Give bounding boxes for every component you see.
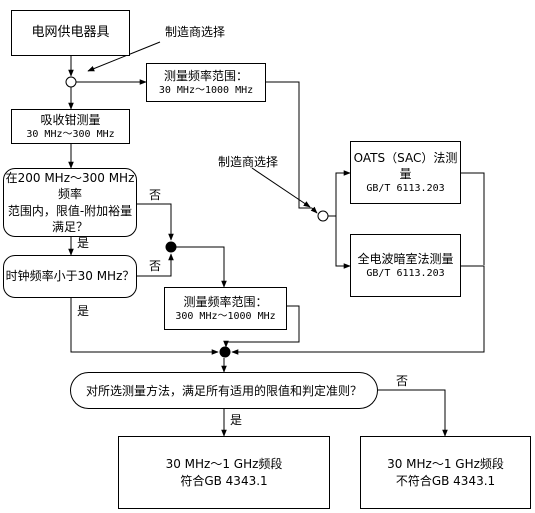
- junction-open-2: [317, 210, 329, 222]
- clock-no-label: 否: [149, 259, 162, 273]
- pass-box: 30 MHz～1 GHz频段 符合GB 4343.1: [118, 436, 330, 509]
- manufacturer-choice-label-2: 制造商选择: [218, 155, 279, 169]
- final-no-label: 否: [396, 374, 409, 388]
- edge-junction2-far: [328, 215, 351, 269]
- clamp-box: 吸收钳测量 30 MHz～300 MHz: [11, 109, 130, 144]
- margin-yes-label: 是: [77, 236, 90, 250]
- margin-no-label: 否: [149, 188, 162, 202]
- manufacturer-choice-label-1: 制造商选择: [165, 25, 226, 39]
- fail-verdict: 不符合GB 4343.1: [395, 473, 496, 488]
- oats-title: OATS（SAC）法测量: [353, 150, 458, 181]
- far-box: 全电波暗室法测量 GB/T 6113.203: [350, 234, 461, 297]
- edge-range-full-junction2: [266, 81, 312, 209]
- equipment-label: 电网供电器具: [31, 25, 110, 41]
- edge-junction-range-high: [176, 246, 227, 288]
- edge-clock-yes: [70, 298, 219, 355]
- decision-margin-line1: 在200 MHz～300 MHz频率: [5, 171, 135, 202]
- edge-manufacturer-choice-1: [87, 41, 161, 72]
- edge-to-junction2: [310, 206, 318, 214]
- junction-filled-1: [165, 241, 177, 253]
- decision-margin: 在200 MHz～300 MHz频率 范围内，限值-附加裕量 满足？: [3, 168, 137, 237]
- decision-final: 对所选测量方法，满足所有适用的限值和判定准则？: [70, 372, 378, 409]
- edge-final-no: [378, 389, 448, 437]
- edge-far-merge: [231, 265, 485, 355]
- range-high-title: 测量频率范围：: [183, 294, 268, 309]
- decision-clock-label: 时钟频率小于30 MHz？: [5, 269, 135, 284]
- range-high-value: 300 MHz～1000 MHz: [175, 310, 276, 322]
- range-full-box: 测量频率范围： 30 MHz～1000 MHz: [146, 63, 266, 102]
- edge-margin-no: [137, 203, 174, 241]
- edge-oats-merge: [461, 172, 485, 265]
- oats-box: OATS（SAC）法测量 GB/T 6113.203: [350, 141, 461, 204]
- decision-margin-line3: 满足？: [51, 219, 88, 234]
- range-full-title: 测量频率范围：: [163, 68, 248, 83]
- edge-clock-no: [137, 253, 174, 277]
- final-yes-label: 是: [230, 413, 243, 427]
- range-high-box: 测量频率范围： 300 MHz～1000 MHz: [164, 287, 287, 330]
- edge-range-high-merge: [223, 305, 300, 348]
- edge-junction2-oats: [328, 170, 351, 217]
- junction-filled-merge: [219, 346, 231, 358]
- equipment-box: 电网供电器具: [11, 10, 130, 56]
- range-full-value: 30 MHz～1000 MHz: [158, 84, 254, 96]
- far-standard: GB/T 6113.203: [366, 267, 445, 279]
- clock-yes-label: 是: [77, 304, 90, 318]
- pass-range: 30 MHz～1 GHz频段: [165, 457, 283, 472]
- pass-verdict: 符合GB 4343.1: [180, 473, 268, 488]
- decision-clock: 时钟频率小于30 MHz？: [3, 255, 137, 298]
- junction-open-1: [65, 76, 77, 88]
- clamp-title: 吸收钳测量: [40, 112, 101, 127]
- edge-manufacturer-choice-2: [251, 167, 311, 208]
- decision-final-label: 对所选测量方法，满足所有适用的限值和判定准则？: [85, 384, 362, 398]
- clamp-range: 30 MHz～300 MHz: [26, 128, 115, 140]
- fail-range: 30 MHz～1 GHz频段: [387, 457, 504, 472]
- decision-margin-line2: 范围内，限值-附加裕量: [7, 203, 133, 218]
- far-title: 全电波暗室法测量: [357, 251, 454, 266]
- oats-standard: GB/T 6113.203: [366, 182, 445, 194]
- fail-box: 30 MHz～1 GHz频段 不符合GB 4343.1: [360, 436, 531, 509]
